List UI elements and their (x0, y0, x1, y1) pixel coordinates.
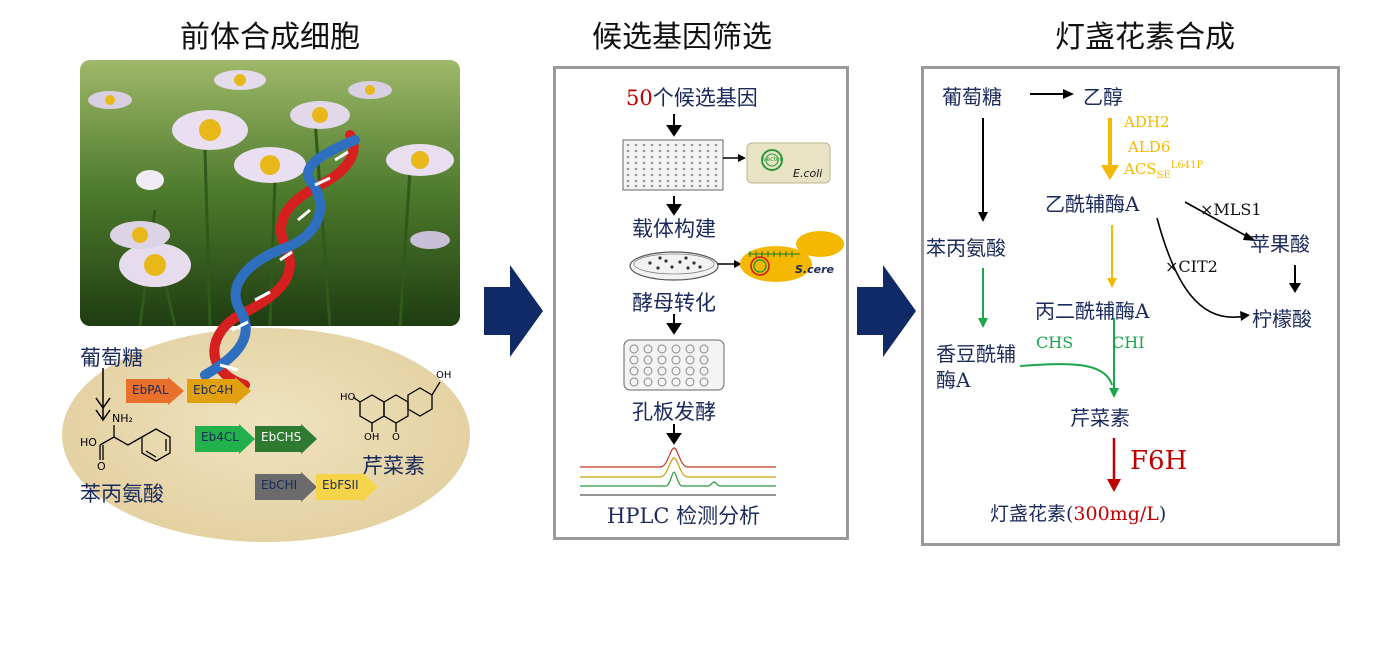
step-hplc-analysis: HPLC 检测分析 (607, 504, 761, 528)
acs-text: ACS (1124, 160, 1157, 178)
big-arrow-2-icon (857, 265, 916, 357)
gene-arrow-eb4cl: Eb4CL (195, 424, 255, 454)
scere-label: S.cere (795, 263, 834, 276)
nh2-label: NH₂ (112, 412, 133, 425)
gene-label: Eb4CL (201, 430, 239, 444)
malonyl-coa-node: 丙二酰辅酶A (1035, 299, 1150, 323)
petri-dish-icon (629, 251, 719, 281)
chi-label: CHI (1112, 333, 1145, 352)
flower-photo (80, 60, 460, 326)
coumaroyl-coa-node-line1: 香豆酰辅 (936, 342, 1016, 366)
o-bottom-label: O (392, 432, 400, 443)
left-title: 前体合成细胞 (180, 20, 360, 55)
vector-label: vector (763, 156, 783, 163)
candidates-line: 50个候选基因 (626, 82, 758, 112)
ald6-label: ALD6 (1128, 138, 1171, 156)
apigenin-label-left: 芹菜素 (362, 454, 425, 478)
middle-title: 候选基因筛选 (592, 20, 772, 55)
acetyl-coa-node: 乙酰辅酶A (1045, 192, 1140, 216)
gene-label: EbCHS (261, 430, 302, 444)
close-paren: ) (1158, 503, 1167, 525)
acs-subscript: SE (1156, 170, 1171, 181)
gene-arrow-ebpal: EbPAL (126, 377, 184, 405)
cit2-label: ×CIT2 (1165, 257, 1218, 276)
candidate-text: 个候选基因 (652, 86, 758, 110)
phenylalanine-node: 苯丙氨酸 (926, 236, 1006, 260)
well-plate-96-icon (622, 139, 724, 191)
malate-node: 苹果酸 (1250, 232, 1310, 256)
gene-arrow-ebchs: EbCHS (255, 424, 317, 454)
oh-top-label: OH (436, 370, 452, 381)
gene-label: EbPAL (132, 383, 169, 397)
ecoli-label: E.coli (793, 167, 823, 180)
breviscapine-node: 灯盏花素(300mg/L) (990, 499, 1166, 526)
synthesis-box (921, 66, 1340, 546)
citrate-node: 柠檬酸 (1252, 307, 1312, 331)
titer-value: 300mg/L (1073, 503, 1159, 525)
apigenin-node: 芹菜素 (1070, 406, 1130, 430)
ho-left-label: HO (340, 392, 356, 403)
phenylalanine-structure-icon (99, 425, 171, 462)
chs-label: CHS (1036, 333, 1074, 352)
f6h-label: F6H (1130, 446, 1188, 476)
ethanol-node: 乙醇 (1083, 85, 1123, 109)
phenylalanine-label-left: 苯丙氨酸 (80, 482, 164, 506)
gene-arrow-ebfsii: EbFSII (316, 472, 378, 502)
gene-label: EbCHI (261, 478, 298, 492)
breviscapine-label: 灯盏花素( (990, 503, 1074, 525)
step-yeast-transform: 酵母转化 (632, 291, 716, 315)
mls1-label: ×MLS1 (1200, 200, 1262, 219)
gene-arrow-ebc4h: EbC4H (187, 377, 251, 405)
ecoli-icon (746, 142, 831, 184)
step-plate-fermentation: 孔板发酵 (632, 400, 716, 424)
acs-superscript: L641P (1170, 160, 1204, 171)
adh2-label: ADH2 (1124, 113, 1170, 131)
step-vector-construct: 载体构建 (632, 217, 716, 241)
big-arrow-1-icon (484, 265, 543, 357)
glucose-label-left: 葡萄糖 (80, 346, 143, 370)
o-label: O (97, 460, 106, 473)
apigenin-structure-icon (352, 381, 441, 432)
dna-helix-icon (200, 130, 360, 390)
ho-label: HO (80, 436, 97, 449)
glucose-node: 葡萄糖 (942, 85, 1002, 109)
acs-label: ACSSEL641P (1124, 160, 1203, 181)
gene-label: EbC4H (193, 383, 234, 397)
oh-bottom-label: OH (364, 432, 380, 443)
glucose-to-phe-arrow-icon (95, 368, 111, 422)
gene-arrow-ebchi: EbCHI (255, 472, 317, 502)
coumaroyl-coa-node-line2: 酶A (936, 368, 971, 392)
candidate-count: 50 (626, 86, 653, 110)
gene-label: EbFSII (322, 478, 359, 492)
yeast-cell-icon (740, 231, 844, 282)
hplc-chromatogram-icon (580, 447, 776, 496)
well-plate-24-icon (623, 339, 725, 391)
right-title: 灯盏花素合成 (1055, 20, 1235, 55)
